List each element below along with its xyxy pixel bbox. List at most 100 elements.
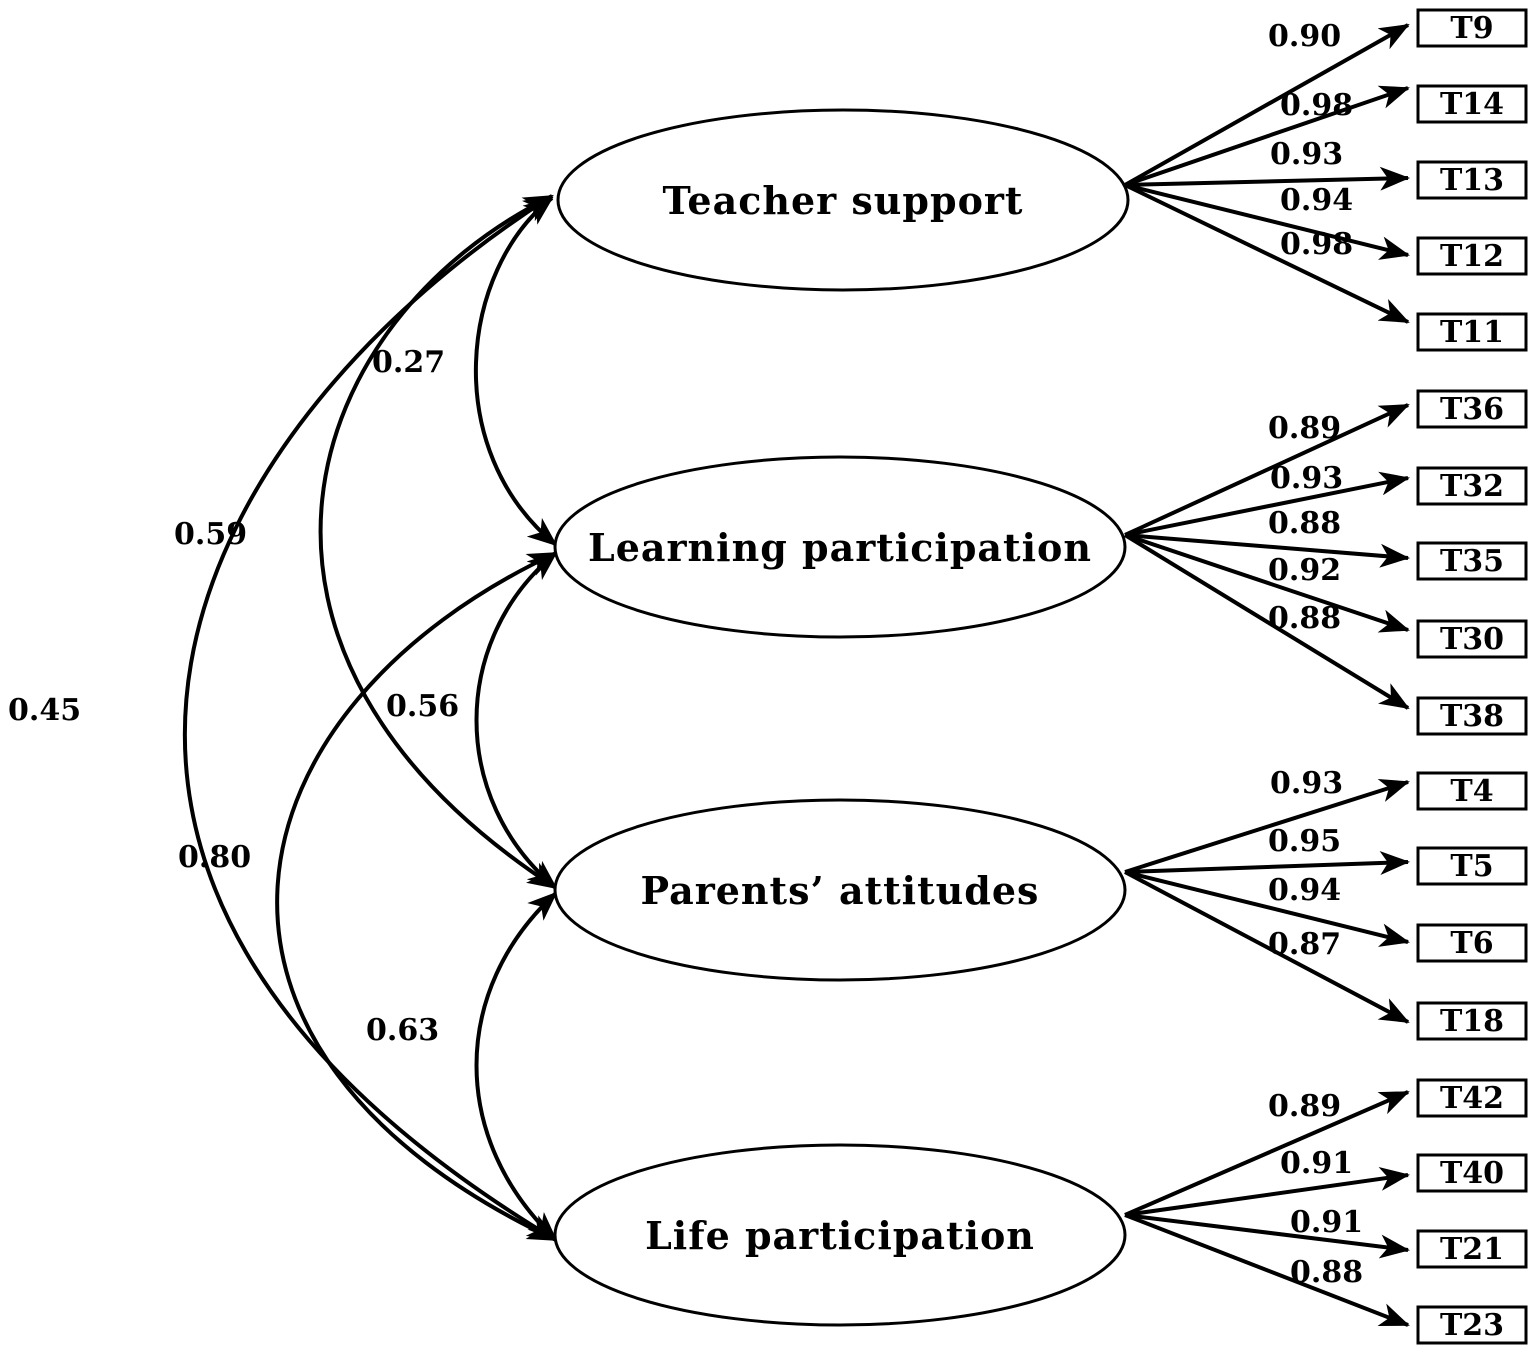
latent-learning: Learning participation [553,455,1127,639]
latent-label: Teacher support [663,178,1024,223]
loading-value-t36: 0.89 [1268,411,1341,446]
loading-value-t40: 0.91 [1280,1146,1353,1181]
corr-path-parents-life [474,891,558,1242]
corr-value-learning-parents: 0.56 [386,689,459,724]
loading-value-t5: 0.95 [1268,824,1341,859]
loading-value-t32: 0.93 [1270,461,1343,496]
loading-path-t12 [1124,183,1410,260]
loading-path-t42 [1124,1090,1410,1217]
loading-value-t9: 0.90 [1268,19,1341,54]
loading-path-t6 [1124,870,1410,947]
indicator-t32: T32 [1416,466,1528,506]
indicator-label: T5 [1450,849,1493,884]
indicator-label: T40 [1440,1156,1504,1191]
indicator-label: T14 [1440,87,1504,122]
loading-path-t21 [1124,1213,1410,1259]
indicator-t11: T11 [1416,312,1528,352]
corr-value-parents-life: 0.63 [366,1013,439,1048]
loading-path-t38 [1123,533,1410,710]
corr-path-teacher-learning [474,196,558,547]
loading-path-t32 [1124,471,1410,537]
latent-label: Life participation [645,1213,1035,1258]
indicator-label: T38 [1440,699,1504,734]
loading-path-t14 [1124,85,1410,187]
loading-path-t30 [1124,533,1410,633]
indicator-boxes: T9 T14 T13 T12 T11 T36 T32 T35 T30 T38 T… [1416,8,1528,1345]
latent-ellipse [556,108,1130,292]
indicator-t21: T21 [1416,1229,1528,1269]
indicator-t13: T13 [1416,160,1528,200]
loading-value-t23: 0.88 [1290,1255,1363,1290]
indicator-t36: T36 [1416,389,1528,429]
loading-path-t40 [1124,1167,1410,1217]
corr-value-teacher-learning: 0.27 [372,345,445,380]
corr-path-teacher-life [182,194,558,1242]
indicator-label: T30 [1440,622,1504,657]
indicator-t9: T9 [1416,8,1528,48]
indicator-t38: T38 [1416,696,1528,736]
corr-path-teacher-parents [318,194,558,890]
loading-path-t11 [1124,183,1410,324]
loading-value-t30: 0.92 [1268,553,1341,588]
corr-value-teacher-parents: 0.59 [174,517,247,552]
loading-value-t14: 0.98 [1280,88,1353,123]
indicator-label: T23 [1440,1308,1504,1343]
loading-path-t18 [1124,870,1410,1024]
indicator-t18: T18 [1416,1001,1528,1041]
loading-value-t35: 0.88 [1268,506,1341,541]
corr-value-teacher-life: 0.45 [8,693,81,728]
indicator-t30: T30 [1416,619,1528,659]
loading-path-t9 [1124,23,1410,187]
latent-ellipse [553,455,1127,639]
indicator-label: T21 [1440,1232,1504,1267]
loading-value-t6: 0.94 [1268,873,1341,908]
latent-ellipse [553,798,1127,982]
indicator-t4: T4 [1416,771,1528,811]
indicator-label: T36 [1440,392,1504,427]
indicator-label: T12 [1440,239,1504,274]
corr-value-learning-life: 0.80 [178,840,251,875]
loading-path-t13 [1124,166,1410,191]
indicator-t6: T6 [1416,923,1528,963]
loading-paths [1123,23,1410,1327]
indicator-label: T42 [1440,1081,1504,1116]
loading-value-t18: 0.87 [1268,927,1341,962]
loading-path-t5 [1124,850,1410,875]
indicator-label: T18 [1440,1004,1504,1039]
correlation-values: 0.27 0.56 0.63 0.59 0.80 0.45 [8,345,459,1048]
latent-parents: Parents’ attitudes [553,798,1127,982]
loading-path-t4 [1124,779,1410,874]
latent-life: Life participation [553,1143,1127,1327]
indicator-t35: T35 [1416,541,1528,581]
loading-path-t23 [1124,1213,1410,1327]
loading-value-t42: 0.89 [1268,1089,1341,1124]
indicator-label: T6 [1450,926,1493,961]
indicator-label: T9 [1450,11,1493,46]
indicator-label: T35 [1440,544,1504,579]
correlation-paths [182,194,558,1242]
loading-value-t12: 0.94 [1280,183,1353,218]
indicator-t40: T40 [1416,1153,1528,1193]
indicator-label: T11 [1440,315,1504,350]
indicator-label: T4 [1450,774,1493,809]
loading-value-t4: 0.93 [1270,766,1343,801]
indicator-t12: T12 [1416,236,1528,276]
latent-ellipse [553,1143,1127,1327]
indicator-t5: T5 [1416,846,1528,886]
loading-value-t21: 0.91 [1290,1205,1363,1240]
loading-path-t36 [1124,403,1410,537]
latent-teacher: Teacher support [556,108,1130,292]
indicator-t14: T14 [1416,84,1528,124]
loading-value-t38: 0.88 [1268,601,1341,636]
loading-value-t11: 0.98 [1280,227,1353,262]
corr-path-learning-parents [474,551,558,890]
latent-label: Parents’ attitudes [641,868,1040,913]
loading-value-t13: 0.93 [1270,137,1343,172]
indicator-t42: T42 [1416,1078,1528,1118]
loading-values: 0.90 0.98 0.93 0.94 0.98 0.89 0.93 0.88 … [1268,19,1363,1290]
latent-label: Learning participation [588,525,1092,570]
indicator-label: T13 [1440,163,1504,198]
indicator-label: T32 [1440,469,1504,504]
loading-path-t35 [1124,533,1410,568]
